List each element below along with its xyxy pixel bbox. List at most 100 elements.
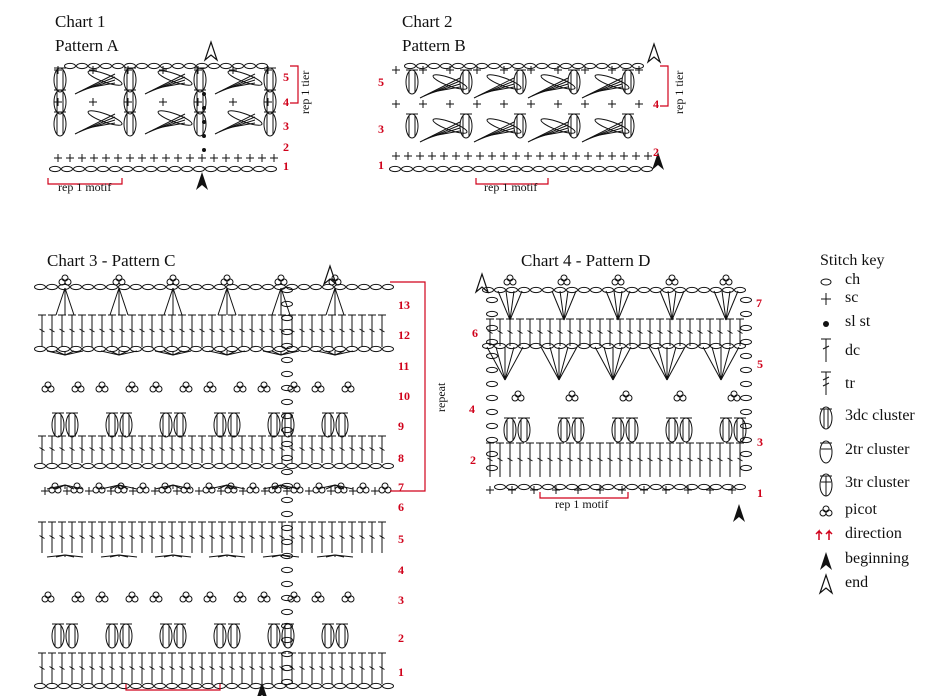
picot-stitch	[70, 486, 78, 494]
repeat-bracket	[539, 492, 629, 499]
chain-stitch	[281, 286, 293, 294]
chart-2-subtitle: Pattern B	[402, 36, 466, 55]
chain-stitch	[265, 165, 277, 173]
chain-stitch	[148, 62, 160, 70]
cluster-stitch	[503, 417, 517, 443]
chain-stitch	[94, 345, 106, 353]
chain-stitch	[178, 283, 190, 291]
chain-stitch	[220, 62, 232, 70]
chain-stitch	[34, 345, 46, 353]
cluster-stitch	[53, 67, 67, 93]
cluster-stitch	[567, 69, 581, 95]
chain-stitch	[506, 286, 518, 294]
chain-stitch	[686, 286, 698, 294]
chain-stitch	[740, 408, 752, 416]
chart-1-tier-label: rep 1 tier	[298, 70, 312, 114]
chain-stitch	[650, 483, 662, 491]
chain-stitch	[205, 165, 217, 173]
chain-stitch	[154, 682, 166, 690]
key-label-dc: dc	[845, 342, 861, 359]
fan-stitch	[172, 350, 192, 356]
chain-stitch	[281, 342, 293, 350]
fan-stitch	[558, 346, 578, 381]
picot-stitch	[356, 486, 364, 494]
fan-stitch	[671, 290, 677, 321]
fan-stitch	[217, 350, 228, 356]
chain-stitch	[160, 62, 172, 70]
sl-st-icon	[823, 321, 829, 327]
cluster-stitch	[263, 111, 277, 137]
chain-stitch	[61, 165, 73, 173]
chain-stitch	[416, 62, 428, 70]
chart-3-row-1: 1	[398, 665, 404, 679]
fan-stitch	[208, 350, 228, 356]
chain-stitch	[106, 345, 118, 353]
picot-stitch	[557, 278, 565, 286]
chart-3-row-6: 6	[398, 500, 404, 514]
cluster-stitch	[123, 111, 137, 137]
chain-stitch	[494, 286, 506, 294]
chain-stitch	[488, 62, 500, 70]
picot-stitch	[125, 595, 133, 603]
chain-stitch	[626, 342, 638, 350]
chain-stitch	[196, 62, 208, 70]
fan-stitch	[217, 287, 228, 316]
cluster-stitch	[513, 69, 527, 95]
chain-stitch	[632, 62, 644, 70]
chain-stitch	[650, 286, 662, 294]
direction-icon	[815, 529, 833, 540]
chain-stitch	[740, 296, 752, 304]
chain-stitch	[740, 324, 752, 332]
chain-stitch	[238, 682, 250, 690]
chart-3-row-10: 10	[398, 389, 410, 403]
chain-stitch	[281, 636, 293, 644]
chain-stitch	[281, 384, 293, 392]
chain-stitch	[497, 165, 509, 173]
chain-stitch	[740, 436, 752, 444]
fan-stitch	[316, 350, 336, 356]
chain-stitch	[358, 345, 370, 353]
chain-stitch	[310, 283, 322, 291]
chain-stitch	[346, 462, 358, 470]
chain-stitch	[578, 286, 590, 294]
chart-3-title: Chart 3 - Pattern C	[47, 251, 176, 270]
chain-stitch	[346, 682, 358, 690]
picot-stitch	[179, 385, 187, 393]
chain-stitch	[190, 345, 202, 353]
cluster-stitch	[51, 623, 65, 649]
fan-stitch	[713, 290, 727, 321]
chain-stitch	[617, 165, 629, 173]
chain-stitch	[70, 283, 82, 291]
chain-stitch	[674, 286, 686, 294]
chain-stitch	[382, 682, 394, 690]
cluster-stitch	[621, 69, 635, 95]
chain-stitch	[253, 165, 265, 173]
key-label-direction: direction	[845, 525, 902, 542]
fan-stitch	[118, 350, 138, 356]
fan-stitch	[495, 346, 506, 381]
fan-stitch	[226, 287, 237, 316]
chain-stitch	[614, 286, 626, 294]
chain-stitch	[250, 283, 262, 291]
chain-stitch	[106, 462, 118, 470]
fan-stitch	[563, 290, 577, 321]
chain-stitch	[298, 283, 310, 291]
key-label-3tr-cluster: 3tr cluster	[845, 474, 910, 491]
chain-stitch	[118, 345, 130, 353]
3dc-cluster-icon	[819, 406, 833, 430]
picot-stitch	[312, 486, 320, 494]
fan-stitch	[172, 554, 192, 558]
picot-stitch	[378, 486, 386, 494]
chain-stitch	[486, 394, 498, 402]
chain-stitch	[674, 483, 686, 491]
key-label-sl-st: sl st	[845, 313, 871, 330]
key-label-picot: picot	[845, 501, 877, 518]
cluster-stitch	[213, 412, 227, 438]
picot-stitch	[136, 486, 144, 494]
chain-stitch	[214, 345, 226, 353]
fan-stitch	[509, 290, 523, 321]
picot-stitch	[611, 278, 619, 286]
chain-stitch	[464, 62, 476, 70]
chain-stitch	[121, 165, 133, 173]
diagonal-stitch	[152, 119, 186, 131]
